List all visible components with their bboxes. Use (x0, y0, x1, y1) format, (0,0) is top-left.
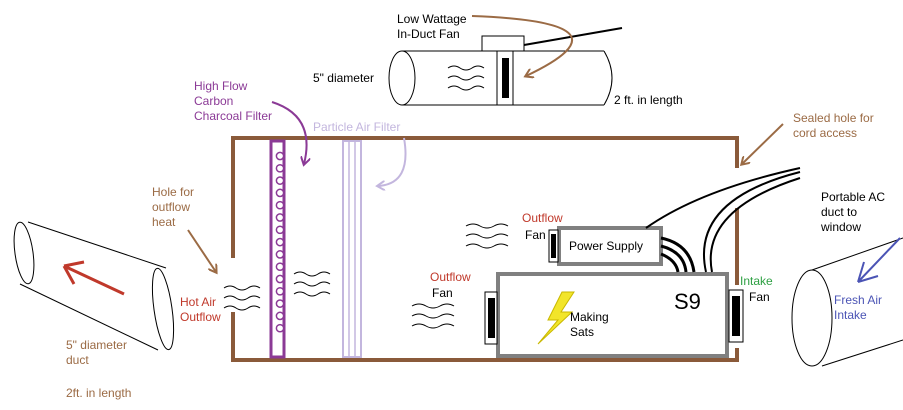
outflow-arrow-icon (62, 260, 125, 296)
airflow-wave-icon (465, 223, 509, 249)
particle-filter-frame (342, 140, 362, 358)
power-supply-label: Power Supply (569, 239, 644, 253)
intake-arrow-icon (857, 237, 901, 283)
outflow-fan-left-word: Outflow (430, 270, 471, 284)
enclosure-wall-top (231, 136, 739, 258)
left-duct-near-end (151, 267, 175, 351)
carbon-filter-pointer (271, 101, 307, 164)
intake-word: Intake (740, 274, 773, 288)
left-diameter-duct-label: 5" diameter duct (66, 338, 127, 367)
outflow-hole-pointer (187, 229, 216, 272)
enclosure (231, 136, 739, 362)
fan-pointer-arrow (471, 15, 574, 76)
top-length-label: 2 ft. in length (614, 93, 683, 107)
top-duct-right-end (603, 50, 613, 106)
hot-air-outflow-label: Hot Air Outflow (180, 295, 221, 324)
carbon-granule (275, 213, 285, 222)
particle-filter-label: Particle Air Filter (313, 120, 401, 134)
carbon-filter (269, 139, 286, 359)
top-diameter-label: 5" diameter (313, 71, 374, 85)
cable (660, 252, 680, 273)
particle-filter-pointer (378, 137, 407, 186)
left-outflow-duct (13, 221, 175, 351)
portable-ac-label: Portable AC duct to window (821, 190, 886, 234)
power-supply-fan-core (551, 234, 556, 258)
left-duct-far-end (13, 221, 35, 285)
carbon-granule (275, 250, 285, 259)
top-duct-left-end (388, 50, 416, 106)
intake-fan-label: Fan (749, 290, 770, 304)
s9-box (496, 272, 729, 358)
right-intake-duct (791, 237, 903, 367)
outflow-fan-top-word: Outflow (522, 211, 563, 225)
carbon-granule (275, 163, 285, 173)
left-length-label: 2ft. in length (66, 386, 132, 400)
airflow-wave-icon (293, 271, 331, 297)
s9-intake-fan-core (732, 296, 740, 336)
carbon-granule (275, 262, 285, 272)
airflow-waves (223, 223, 509, 329)
outflow-fan-left-fan: Fan (432, 286, 453, 300)
carbon-granule (275, 200, 285, 210)
lightning-icon (537, 291, 575, 345)
carbon-filter-label: High Flow Carbon Charcoal Filter (194, 79, 273, 123)
carbon-granule (275, 323, 285, 333)
cable (703, 171, 801, 273)
cable (660, 236, 696, 273)
carbon-granule (275, 225, 285, 235)
left-duct-body (19, 221, 167, 351)
cable (709, 177, 801, 273)
low-wattage-fan-label: Low Wattage In-Duct Fan (397, 12, 467, 41)
power-cables (645, 167, 801, 273)
airflow-wave-icon (411, 303, 455, 329)
carbon-granule (275, 311, 285, 321)
right-duct-body (811, 237, 903, 367)
carbon-granule (275, 151, 285, 161)
carbon-granules (275, 151, 285, 333)
carbon-granule (275, 176, 285, 185)
s9-miner (484, 272, 744, 358)
outflow-fan-top-fan: Fan (525, 228, 546, 242)
carbon-granule (275, 274, 285, 284)
enclosure-wall-bottom (231, 312, 739, 362)
cable (645, 167, 801, 229)
right-duct-end (791, 269, 833, 367)
carbon-granule (275, 237, 285, 247)
top-duct (388, 15, 623, 106)
carbon-granule (275, 286, 285, 296)
sealed-hole-label: Sealed hole for cord access (793, 111, 874, 140)
s9-label: S9 (674, 289, 701, 314)
s9-outflow-fan-core (488, 298, 495, 338)
carbon-granule (275, 299, 285, 308)
hole-outflow-heat-label: Hole for outflow heat (152, 185, 195, 229)
sealed-hole-pointer (742, 123, 784, 164)
carbon-granule (275, 188, 285, 198)
particle-filter (342, 140, 362, 358)
airflow-wave-icon (223, 285, 261, 311)
fan-power-cord (523, 27, 623, 46)
airflow-wave-icon (447, 65, 485, 91)
making-sats-label: Making Sats (570, 310, 609, 339)
fan-housing-box (481, 35, 525, 52)
in-duct-fan-blade-core (502, 58, 509, 98)
cable (660, 244, 688, 273)
fresh-air-intake-label: Fresh Air Intake (834, 293, 883, 322)
